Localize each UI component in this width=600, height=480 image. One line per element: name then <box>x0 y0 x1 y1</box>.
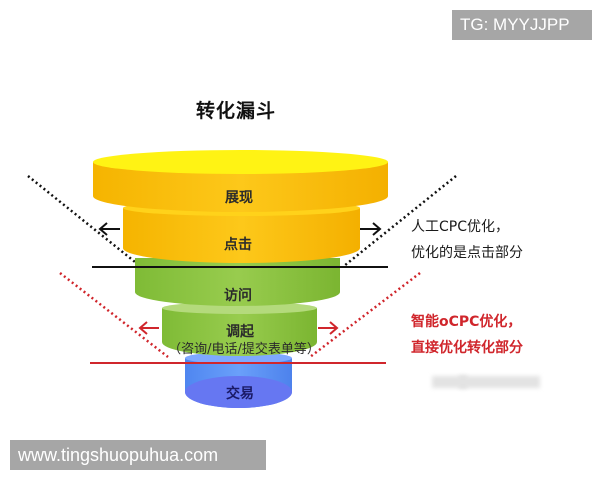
tier-label-visit: 访问 <box>224 287 252 304</box>
right-black-arrow-icon <box>360 222 382 236</box>
manual-cpc-boundary-lines <box>27 175 457 267</box>
funnel-tier-engagement: 调起 （咨询/电话/提交表单等） <box>162 302 320 357</box>
manual-cpc-note: 人工CPC优化， 优化的是点击部分 <box>411 214 523 266</box>
tier-sublabel-engagement: （咨询/电话/提交表单等） <box>168 341 320 357</box>
watermark-bottom-left: www.tingshuopuhua.com <box>10 440 266 470</box>
left-red-arrow-icon <box>138 321 159 335</box>
smart-ocpc-note: 智能oCPC优化， 直接优化转化部分 <box>411 309 523 361</box>
left-black-arrow-icon <box>98 222 120 236</box>
right-red-arrow-icon <box>318 321 339 335</box>
funnel-tier-transaction: 交易 <box>185 352 292 408</box>
tier-label-transaction: 交易 <box>226 385 254 402</box>
tier-label-click: 点击 <box>224 236 252 253</box>
funnel-tier-visit: 访问 <box>135 258 340 306</box>
funnel-tier-impression: 展现 <box>93 150 388 212</box>
smart-ocpc-line1: 智能oCPC优化， <box>411 314 522 330</box>
tier-label-engagement: 调起 <box>226 323 255 340</box>
manual-cpc-line2: 优化的是点击部分 <box>411 245 523 261</box>
smart-ocpc-line2: 直接优化转化部分 <box>411 340 523 356</box>
manual-cpc-line1: 人工CPC优化， <box>411 219 509 235</box>
watermark-top-right: TG: MYYJJPP <box>452 10 592 40</box>
diagram-title: 转化漏斗 <box>196 100 277 122</box>
blurred-text <box>432 376 540 388</box>
tier-label-impression: 展现 <box>225 190 253 206</box>
smart-ocpc-boundary-lines <box>59 272 421 358</box>
